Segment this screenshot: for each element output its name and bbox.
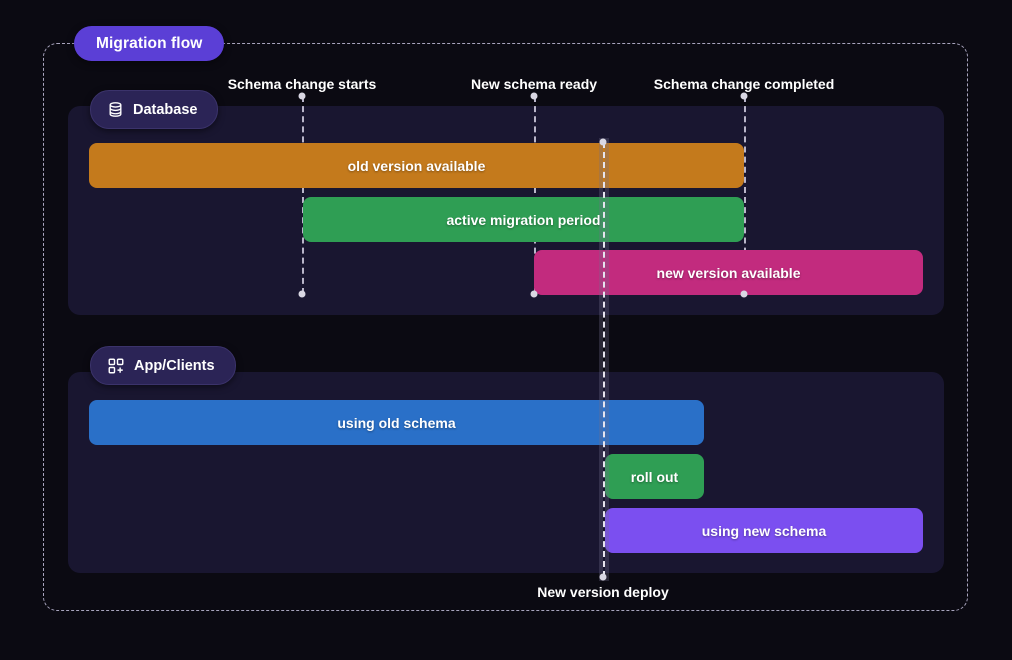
deploy-dot-top: [599, 138, 607, 146]
bar-label-roll-out: roll out: [630, 468, 679, 485]
lane-label-app-clients: App/Clients: [134, 357, 215, 374]
bar-label-using-new-schema: using new schema: [701, 522, 827, 539]
milestone-label-2: New schema ready: [470, 76, 598, 92]
bar-old-version-available[interactable]: old version available: [89, 143, 744, 188]
bar-label-new-version-available: new version available: [656, 264, 801, 281]
milestone-dot-2-top: [530, 92, 538, 100]
milestone-label-3: Schema change completed: [653, 76, 835, 92]
milestone-dot-3-top: [740, 92, 748, 100]
apps-add-icon: [107, 357, 125, 375]
bar-active-migration-period[interactable]: active migration period: [303, 197, 744, 242]
diagram-outer-frame: [43, 43, 968, 611]
diagram-title: Migration flow: [96, 34, 203, 52]
database-icon: [107, 101, 124, 118]
bar-using-old-schema[interactable]: using old schema: [89, 400, 704, 445]
milestone-dot-1-bottom: [298, 290, 306, 298]
deploy-label: New version deploy: [537, 584, 669, 600]
milestone-guide-2: [534, 96, 536, 294]
milestone-guide-3: [744, 96, 746, 294]
bar-label-old-version-available: old version available: [347, 157, 486, 174]
lane-pill-app-clients[interactable]: App/Clients: [90, 346, 236, 385]
bar-using-new-schema[interactable]: using new schema: [605, 508, 923, 553]
milestone-dot-3-bottom: [740, 290, 748, 298]
deploy-dot-bottom: [599, 573, 607, 581]
milestone-dot-1-top: [298, 92, 306, 100]
bar-new-version-available[interactable]: new version available: [534, 250, 923, 295]
lane-pill-database[interactable]: Database: [90, 90, 219, 129]
milestone-guide-1: [302, 96, 304, 294]
bar-roll-out[interactable]: roll out: [605, 454, 704, 499]
lane-label-database: Database: [133, 101, 198, 118]
bar-label-active-migration-period: active migration period: [446, 211, 601, 228]
bar-label-using-old-schema: using old schema: [337, 414, 456, 431]
diagram-title-pill: Migration flow: [74, 26, 225, 61]
milestone-dot-2-bottom: [530, 290, 538, 298]
milestone-label-1: Schema change starts: [227, 76, 377, 92]
deploy-guide: [603, 142, 605, 577]
